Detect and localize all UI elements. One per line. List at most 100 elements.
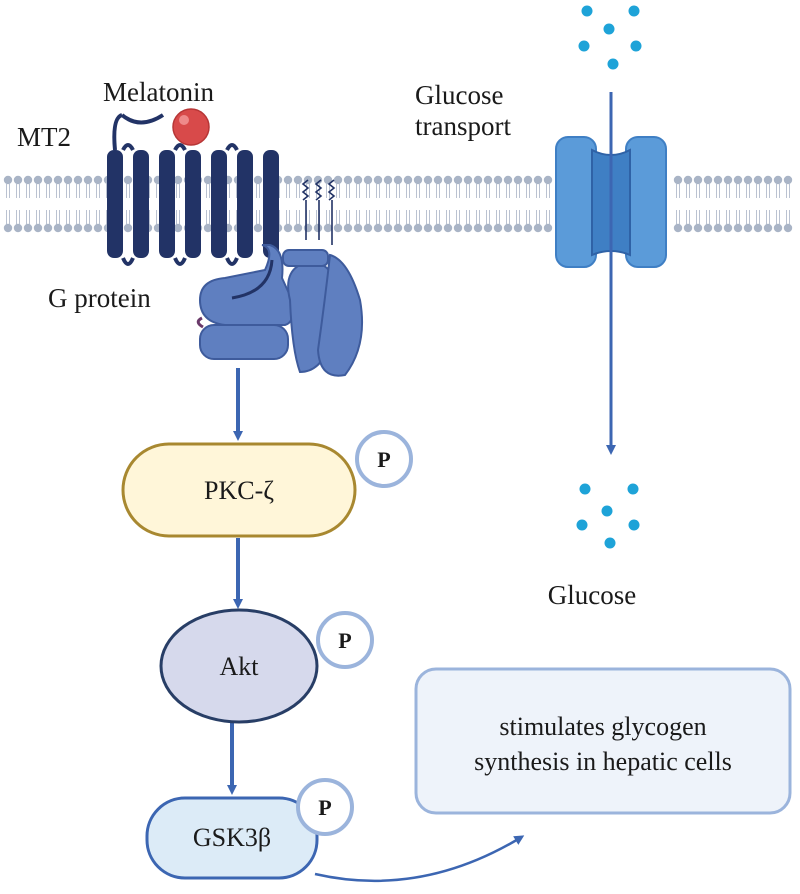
lipid-tail [426, 210, 430, 224]
lipid-tail [256, 210, 260, 224]
lipid-head [473, 175, 483, 185]
lipid-tail [296, 210, 300, 224]
glucose-transport-label-line2: transport [415, 111, 511, 141]
lipid-head [523, 223, 533, 233]
lipid-tail [526, 210, 530, 224]
lipid-tail [446, 210, 450, 224]
lipid-head [43, 223, 53, 233]
lipid-tail [366, 210, 370, 224]
lipid-head [93, 223, 103, 233]
lipid-head [463, 223, 473, 233]
g-protein-label: G protein [48, 283, 151, 313]
lipid-head [443, 175, 453, 185]
lipid-head [453, 223, 463, 233]
lipid-head [83, 223, 93, 233]
lipid-tail [306, 210, 310, 224]
lipid-head [353, 175, 363, 185]
lipid-head [333, 223, 343, 233]
lipid-tail [396, 184, 400, 198]
lipid-head [483, 223, 493, 233]
lipid-tail [76, 210, 80, 224]
membrane-bottom-leaflet [3, 210, 793, 233]
lipid-tail [716, 210, 720, 224]
lipid-head [173, 175, 183, 185]
lipid-tail [546, 184, 550, 198]
lipid-tail [506, 184, 510, 198]
lipid-head [743, 223, 753, 233]
lipid-tail [176, 184, 180, 198]
lipid-head [83, 175, 93, 185]
lipid-head [473, 223, 483, 233]
lipid-tail [786, 184, 790, 198]
lipid-head [783, 175, 793, 185]
lipid-tail [66, 184, 70, 198]
lipid-head [493, 175, 503, 185]
pkc-phosphate-label: P [377, 447, 390, 472]
lipid-head [743, 175, 753, 185]
lipid-head [173, 223, 183, 233]
lipid-tail [36, 184, 40, 198]
lipid-head [23, 175, 33, 185]
outcome-box [414, 667, 792, 815]
lipid-head [773, 223, 783, 233]
lipid-head [673, 223, 683, 233]
lipid-tail [516, 210, 520, 224]
lipid-tail [176, 210, 180, 224]
lipid-tail [436, 184, 440, 198]
lipid-tail [366, 184, 370, 198]
lipid-tail [706, 184, 710, 198]
lipid-head [313, 223, 323, 233]
melatonin-highlight [179, 115, 189, 125]
lipid-tail [756, 184, 760, 198]
lipid-head [423, 175, 433, 185]
lipid-head [53, 175, 63, 185]
lipid-head [373, 223, 383, 233]
melatonin-label: Melatonin [103, 77, 214, 107]
lipid-head [363, 223, 373, 233]
melatonin-molecule-icon [172, 108, 210, 146]
lipid-head [253, 223, 263, 233]
lipid-head [453, 175, 463, 185]
lipid-tail [326, 210, 330, 224]
outcome-label-line1: stimulates glycogen [499, 712, 706, 741]
lipid-head [543, 223, 553, 233]
glucose-label: Glucose [548, 580, 636, 610]
g-protein-icon [196, 244, 364, 377]
lipid-tail [406, 210, 410, 224]
lipid-tail [676, 210, 680, 224]
lipid-head [753, 175, 763, 185]
lipid-head [713, 223, 723, 233]
lipid-tail [356, 210, 360, 224]
lipid-tail [86, 184, 90, 198]
lipid-tail [456, 210, 460, 224]
lipid-tail [26, 210, 30, 224]
lipid-tail [56, 210, 60, 224]
lipid-tail [346, 210, 350, 224]
lipid-head [753, 223, 763, 233]
lipid-head [343, 223, 353, 233]
lipid-head [503, 175, 513, 185]
lipid-tail [486, 184, 490, 198]
lipid-tail [546, 210, 550, 224]
lipid-head [203, 175, 213, 185]
lipid-tail [386, 210, 390, 224]
lipid-tail [766, 184, 770, 198]
lipid-tail [406, 184, 410, 198]
glucose-transporter-icon [555, 136, 667, 268]
membrane-top-leaflet [3, 175, 793, 198]
lipid-tail [486, 210, 490, 224]
cell-membrane [3, 175, 793, 233]
lipid-tail [746, 184, 750, 198]
lipid-head [533, 223, 543, 233]
lipid-tail [16, 184, 20, 198]
lipid-head [13, 175, 23, 185]
lipid-head [73, 223, 83, 233]
gsk3b-label: GSK3β [193, 823, 271, 852]
pkc-phosphate-badge-icon [355, 430, 413, 488]
lipid-tail [256, 184, 260, 198]
mt2-label: MT2 [17, 122, 71, 152]
lipid-tail [416, 184, 420, 198]
lipid-tail [516, 184, 520, 198]
lipid-tail [376, 210, 380, 224]
lipid-tail [206, 184, 210, 198]
